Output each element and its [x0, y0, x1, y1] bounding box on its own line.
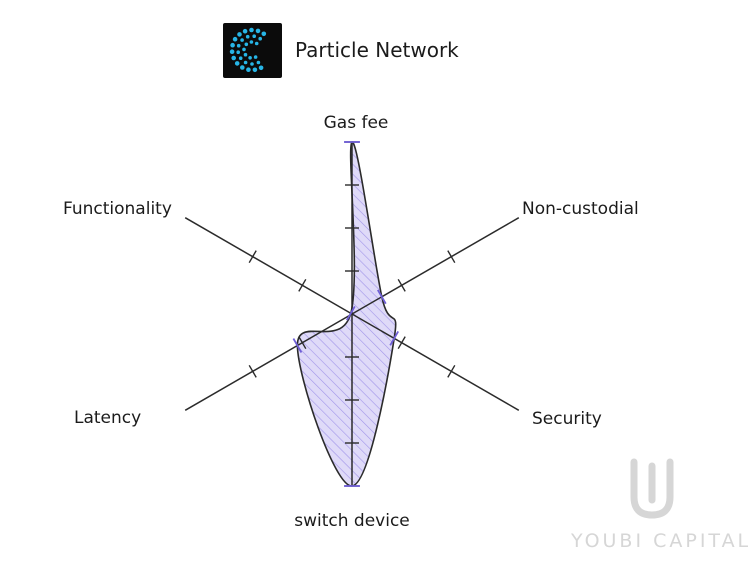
logo-dot: [230, 42, 235, 48]
axis-tick-latency: [298, 336, 307, 350]
logo-dot: [236, 43, 241, 48]
radar-ticks: [248, 141, 456, 487]
axis-tick-non-custodial: [447, 250, 456, 264]
axis-tick-non-custodial: [397, 278, 406, 292]
logo-dot: [240, 38, 244, 42]
logo-dot: [242, 47, 246, 52]
axis-label-gas-fee: Gas fee: [324, 113, 389, 133]
value-marker-security: [389, 330, 399, 346]
logo-dot: [242, 28, 248, 34]
logo-dot: [249, 27, 254, 33]
axis-label-functionality: Functionality: [63, 199, 172, 219]
logo-dot: [237, 32, 242, 37]
logo-dot: [236, 50, 240, 54]
axis-tick-latency: [248, 364, 257, 378]
axis-label-security: Security: [532, 409, 602, 429]
logo-dot: [250, 62, 254, 66]
axis-line-security: [351, 313, 520, 411]
logo-dot: [229, 49, 235, 54]
axis-label-switch-device: switch device: [294, 511, 410, 531]
axis-tick-security: [397, 336, 406, 350]
logo-dot: [261, 31, 267, 37]
logo-dot: [254, 41, 259, 46]
watermark-text: YOUBI CAPITAL: [570, 530, 750, 552]
axis-tick-functionality: [248, 250, 257, 264]
axis-label-latency: Latency: [74, 408, 141, 428]
logo-dot: [232, 36, 238, 42]
value-marker-non-custodial: [377, 289, 387, 305]
logo-dot: [258, 65, 264, 71]
logo-dot: [234, 61, 240, 66]
logo-dot: [243, 60, 248, 65]
axis-label-non-custodial: Non-custodial: [522, 199, 639, 219]
radar-series-outline: [296, 141, 397, 487]
value-marker-functionality: [346, 305, 356, 321]
axis-tick-security: [447, 364, 456, 378]
logo-dot: [253, 55, 258, 59]
chart-title: Particle Network: [295, 38, 459, 62]
logo-dot: [252, 34, 256, 38]
logo-dot: [240, 65, 245, 70]
youbi-capital-logo-icon: [630, 458, 674, 519]
axis-line-non-custodial: [351, 217, 520, 315]
axis-line-latency: [184, 313, 353, 411]
logo-dot: [243, 52, 248, 57]
logo-dot: [246, 67, 251, 72]
logo-dot: [256, 60, 261, 65]
logo-dot: [258, 36, 263, 41]
particle-network-logo-icon: [223, 23, 282, 78]
logo-dot: [244, 42, 249, 47]
logo-dot: [249, 40, 254, 44]
radar-axes: [184, 142, 520, 486]
value-marker-latency: [292, 338, 303, 353]
logo-dot: [245, 34, 250, 39]
axis-tick-functionality: [298, 278, 307, 292]
axis-line-functionality: [184, 217, 353, 315]
logo-dot: [255, 28, 261, 34]
radar-area: [296, 141, 397, 487]
logo-dot: [252, 67, 258, 73]
logo-dot: [231, 55, 236, 61]
logo-dot: [248, 56, 252, 60]
logo-dot: [238, 56, 243, 60]
